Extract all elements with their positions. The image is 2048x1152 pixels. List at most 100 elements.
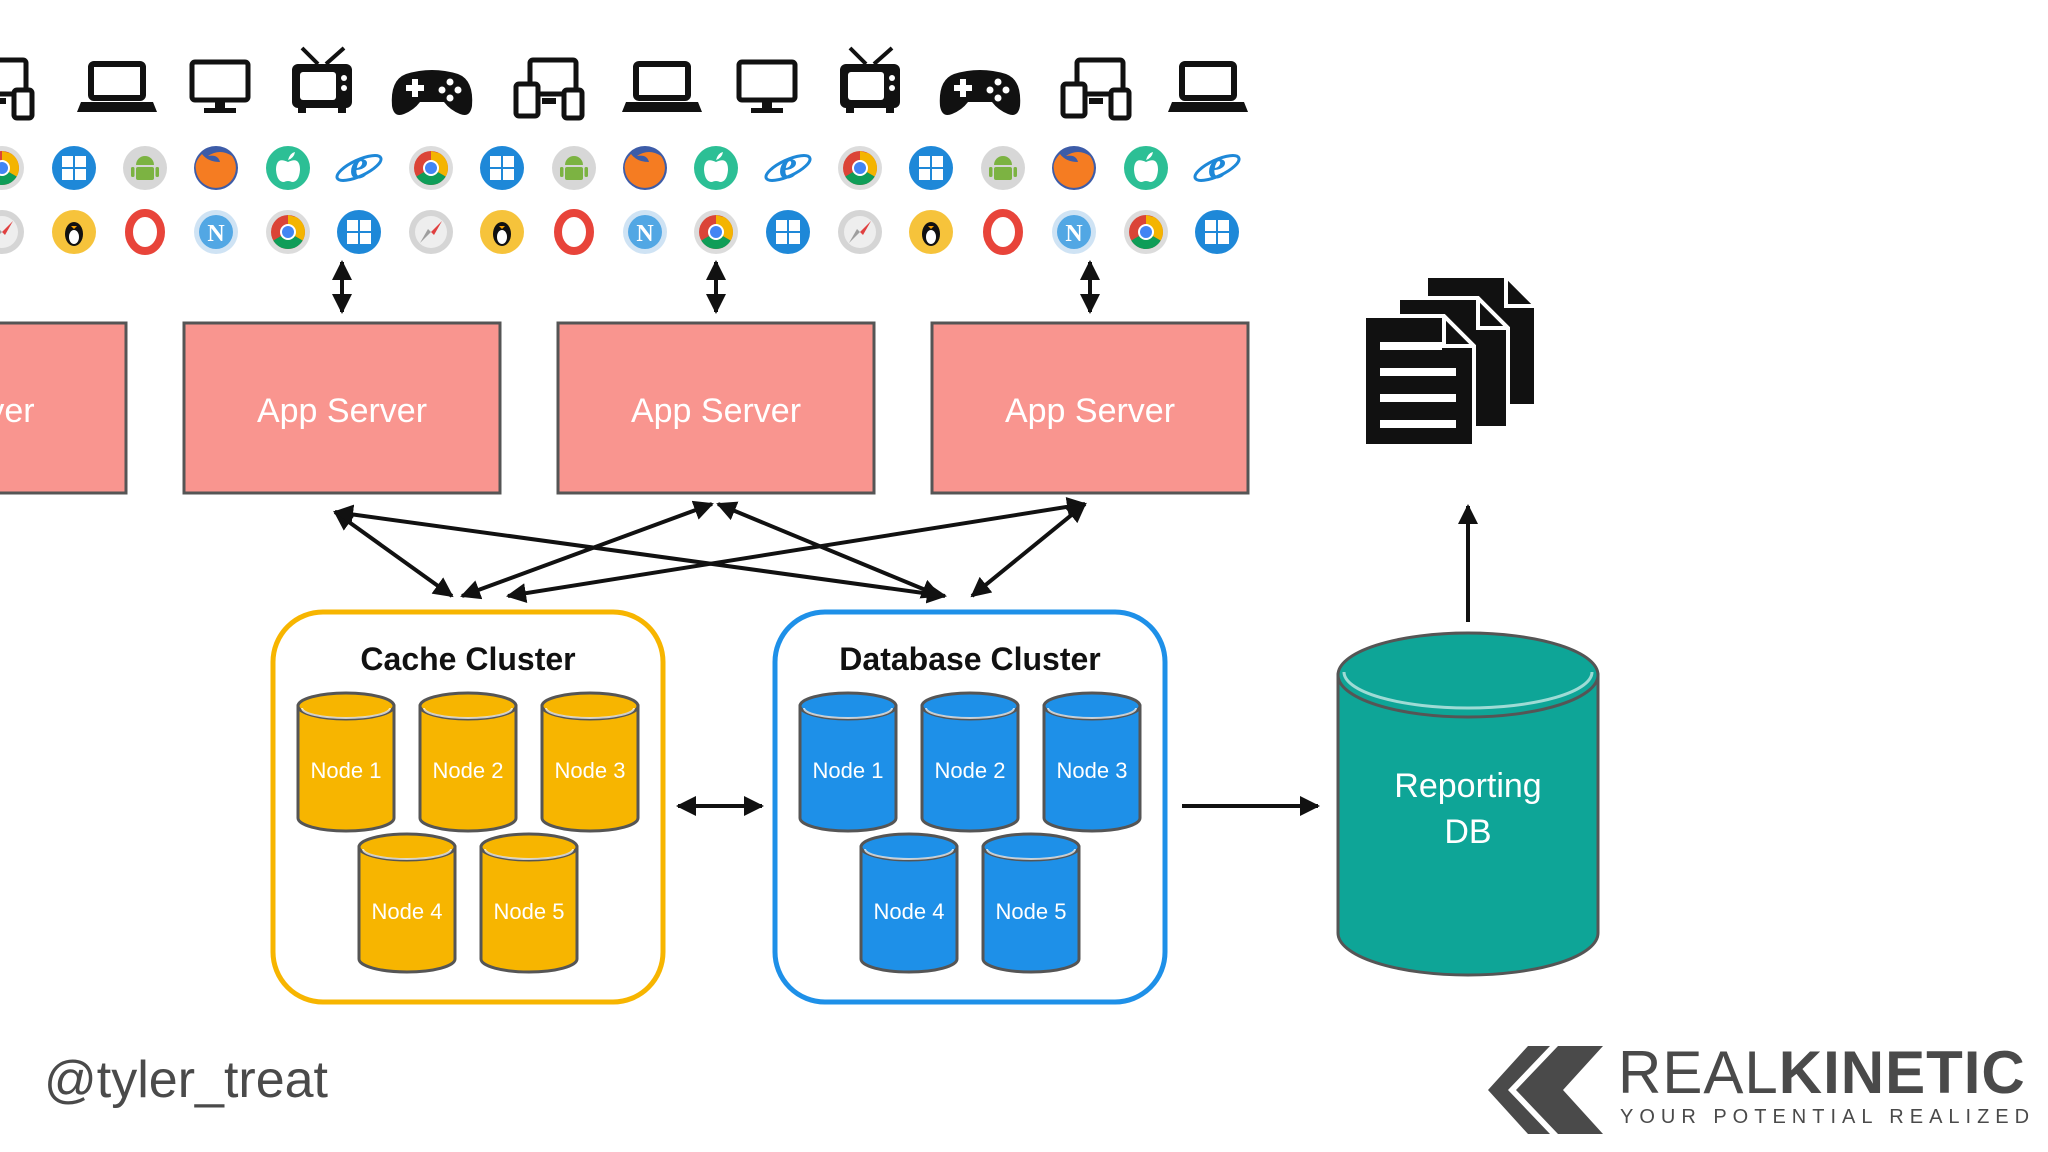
windows-icon [766, 210, 810, 254]
cache-node-label: Node 3 [555, 758, 626, 783]
database-node-label: Node 3 [1057, 758, 1128, 783]
monitor-icon [192, 62, 248, 113]
realkinetic-chevron-icon [1488, 1046, 1603, 1134]
windows-icon [1195, 210, 1239, 254]
chrome-icon [1124, 210, 1168, 254]
app-server-box-3 [930, 321, 1250, 495]
windows-icon [337, 210, 381, 254]
ie-icon [1190, 140, 1244, 189]
database-node-label: Node 2 [935, 758, 1006, 783]
database-node-label: Node 4 [874, 899, 945, 924]
database-node-label: Node 1 [813, 758, 884, 783]
opera-icon [987, 213, 1019, 251]
chrome-icon [838, 146, 882, 190]
android-icon [981, 146, 1025, 190]
opera-icon [129, 213, 161, 251]
linux-icon [909, 210, 953, 254]
gamepad-icon [939, 70, 1021, 115]
reporting-db-top [1336, 631, 1600, 719]
firefox-icon [1052, 146, 1096, 190]
reporting-db-body [1336, 673, 1600, 977]
brand-name: REALKINETIC [1618, 1039, 2026, 1106]
server-cluster-connectors [333, 496, 1087, 604]
windows-icon [909, 146, 953, 190]
netscape-icon [1052, 210, 1096, 254]
linux-icon [52, 210, 96, 254]
documents-icon [1362, 274, 1538, 454]
linux-icon [480, 210, 524, 254]
brand-logo: REALKINETIC YOUR POTENTIAL REALIZED [1488, 1039, 2029, 1140]
safari-icon [0, 210, 24, 254]
windows-icon [52, 146, 96, 190]
client-server-connectors [332, 260, 1100, 314]
connector-s3-cache [506, 496, 1087, 604]
windows-icon [480, 146, 524, 190]
connector-s1-db [333, 504, 947, 604]
app-server-label-3: App Server [1005, 392, 1175, 430]
browser-icons-row-1 [0, 140, 1244, 190]
cache-cluster: Cache Cluster Node 1 Node 2 Node 3 Node 4 No… [270, 609, 666, 1005]
cache-node-label: Node 1 [311, 758, 382, 783]
app-server-label-1: App Server [257, 392, 427, 430]
laptop-icon [77, 64, 157, 112]
app-server-label-0: rver [0, 392, 35, 430]
app-server-box-2 [556, 321, 876, 495]
safari-icon [409, 210, 453, 254]
database-node-1: Node 1 [798, 691, 898, 833]
chrome-icon [266, 210, 310, 254]
app-servers: rver App Server App Server App Server [0, 321, 1250, 495]
tv-icon [290, 46, 354, 115]
cache-node-2: Node 2 [418, 691, 518, 833]
brand-tagline: YOUR POTENTIAL REALIZED [1620, 1106, 2036, 1128]
database-node-4: Node 4 [859, 832, 959, 974]
cache-node-5: Node 5 [479, 832, 579, 974]
cache-node-1: Node 1 [296, 691, 396, 833]
android-icon [552, 146, 596, 190]
apple-icon [266, 146, 310, 190]
opera-icon [558, 213, 590, 251]
cache-node-label: Node 2 [433, 758, 504, 783]
connector-s3-db [970, 502, 1087, 598]
cache-node-label: Node 5 [494, 899, 565, 924]
laptop-icon [1168, 64, 1248, 112]
android-icon [123, 146, 167, 190]
app-server-box-0 [0, 321, 128, 495]
database-cluster: Database Cluster Node 1 Node 2 Node 3 Node … [772, 609, 1168, 1005]
browser-icons-row-2 [0, 210, 1239, 254]
firefox-icon [194, 146, 238, 190]
cache-node-label: Node 4 [372, 899, 443, 924]
app-server-label-2: App Server [631, 392, 801, 430]
reporting-db-label-1: Reporting [1394, 767, 1541, 805]
cache-cluster-title: Cache Cluster [360, 641, 575, 677]
netscape-icon [623, 210, 667, 254]
database-node-5: Node 5 [981, 832, 1081, 974]
tv-icon [838, 46, 902, 115]
netscape-icon [194, 210, 238, 254]
reporting-db-label-2: DB [1444, 813, 1491, 851]
cache-node-4: Node 4 [357, 832, 457, 974]
database-node-label: Node 5 [996, 899, 1067, 924]
chrome-icon [409, 146, 453, 190]
device-icons-row [0, 46, 1248, 118]
gamepad-icon [391, 70, 473, 115]
chrome-icon [694, 210, 738, 254]
database-cluster-title: Database Cluster [839, 641, 1100, 677]
database-node-2: Node 2 [920, 691, 1020, 833]
ie-icon [761, 140, 815, 189]
author-handle: @tyler_treat [44, 1051, 328, 1109]
laptop-icon [622, 64, 702, 112]
reporting-db: Reporting DB [1336, 631, 1600, 977]
apple-icon [694, 146, 738, 190]
chrome-icon [0, 146, 24, 190]
firefox-icon [623, 146, 667, 190]
monitor-icon [739, 62, 795, 113]
cache-node-3: Node 3 [540, 691, 640, 833]
apple-icon [1124, 146, 1168, 190]
multi-device-icon [1063, 60, 1129, 118]
connector-s2-db [716, 501, 942, 599]
database-node-3: Node 3 [1042, 691, 1142, 833]
multi-device-icon [516, 60, 582, 118]
multi-device-icon [0, 60, 32, 118]
ie-icon [332, 140, 386, 189]
